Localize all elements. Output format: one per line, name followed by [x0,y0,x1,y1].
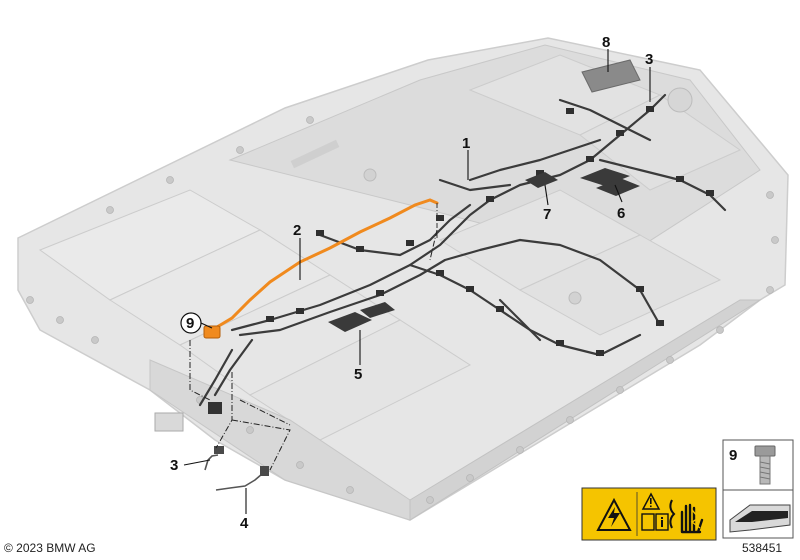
no-touch-hand-icon [669,499,704,534]
loose-connectors [154,402,269,476]
bolt-icon [754,445,776,485]
callout-9-circle: 9 [180,312,202,334]
battery-housing [17,37,789,521]
clip-part-7 [525,172,558,188]
bracket-part-6 [580,168,640,196]
bracket-part-5 [328,302,395,332]
callout-4: 4 [240,515,249,532]
read-manual-icon [641,513,669,531]
loose-cables [204,454,263,491]
callout-5: 5 [354,366,362,383]
parts-box-item-number: 9 [729,447,737,464]
callout-3-lower: 3 [170,457,178,474]
callout-1: 1 [462,135,470,152]
callout-2: 2 [293,222,301,239]
warning-label [581,487,717,541]
copyright-text: © 2023 BMW AG [4,541,96,555]
holder-part-8 [581,59,641,93]
dash-dot-leaders [189,96,651,471]
callout-leaders [183,49,651,514]
wiring-harness [198,93,727,407]
parts-box: 9 [722,439,794,539]
callout-labels: 1 2 3 3 4 5 6 7 8 9 [170,34,653,532]
callout-8: 8 [602,34,610,51]
caution-triangle-icon [641,492,661,510]
callout-6: 6 [617,205,625,222]
highlighted-cable-part-2 [203,198,439,339]
callout-9: 9 [186,315,194,332]
callout-3-upper: 3 [645,51,653,68]
arrow-icon [729,504,791,533]
high-voltage-warning-icon [596,497,632,531]
callout-7: 7 [543,206,551,223]
diagram-number: 538451 [742,541,782,555]
harness-connectors [266,106,714,356]
